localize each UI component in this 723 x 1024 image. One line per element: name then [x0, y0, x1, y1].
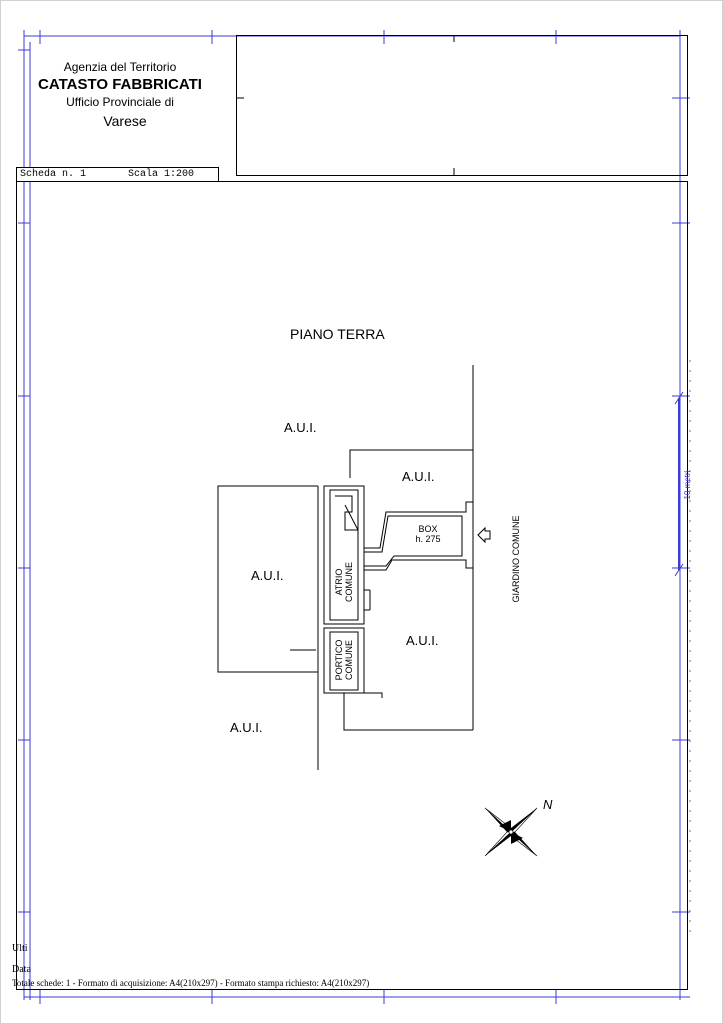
north-label: N	[543, 797, 553, 812]
agency-name: Agenzia del Territorio	[63, 60, 177, 74]
portico-line1: PORTICO	[334, 639, 344, 681]
aui-label-lower-right: A.U.I.	[406, 633, 439, 648]
north-compass-icon	[484, 807, 538, 857]
portico-comune-label: PORTICO COMUNE	[334, 630, 354, 690]
box-label: BOX h. 275	[398, 524, 458, 544]
ruler-label: 10 metri	[683, 470, 692, 500]
ufficio-label: Ufficio Provinciale di	[66, 95, 174, 109]
aui-label-upper-right: A.U.I.	[402, 469, 435, 484]
aui-label-bottom: A.U.I.	[230, 720, 263, 735]
aui-label-top: A.U.I.	[284, 420, 317, 435]
box-name: BOX	[418, 524, 438, 534]
atrio-comune-label: ATRIO COMUNE	[334, 552, 354, 612]
portico-line2: COMUNE	[344, 640, 354, 680]
aui-label-left: A.U.I.	[251, 568, 284, 583]
footer-line2: Data	[12, 964, 31, 975]
scheda-number: Scheda n. 1	[20, 169, 87, 180]
floor-plan-walls	[217, 365, 491, 770]
scale-label: Scala 1:200	[128, 169, 195, 180]
giardino-comune-label: GIARDINO COMUNE	[511, 515, 521, 603]
floor-title: PIANO TERRA	[290, 326, 385, 342]
city-name: Varese	[103, 113, 147, 129]
footer-line1: Ulti	[12, 943, 28, 954]
catasto-title: CATASTO FABBRICATI	[38, 76, 202, 93]
footer-line3: Totale schede: 1 - Formato di acquisizio…	[12, 978, 370, 988]
atrio-line1: ATRIO	[334, 568, 344, 596]
atrio-line2: COMUNE	[344, 562, 354, 602]
box-height: h. 275	[415, 534, 441, 544]
blue-frame	[18, 30, 690, 1004]
